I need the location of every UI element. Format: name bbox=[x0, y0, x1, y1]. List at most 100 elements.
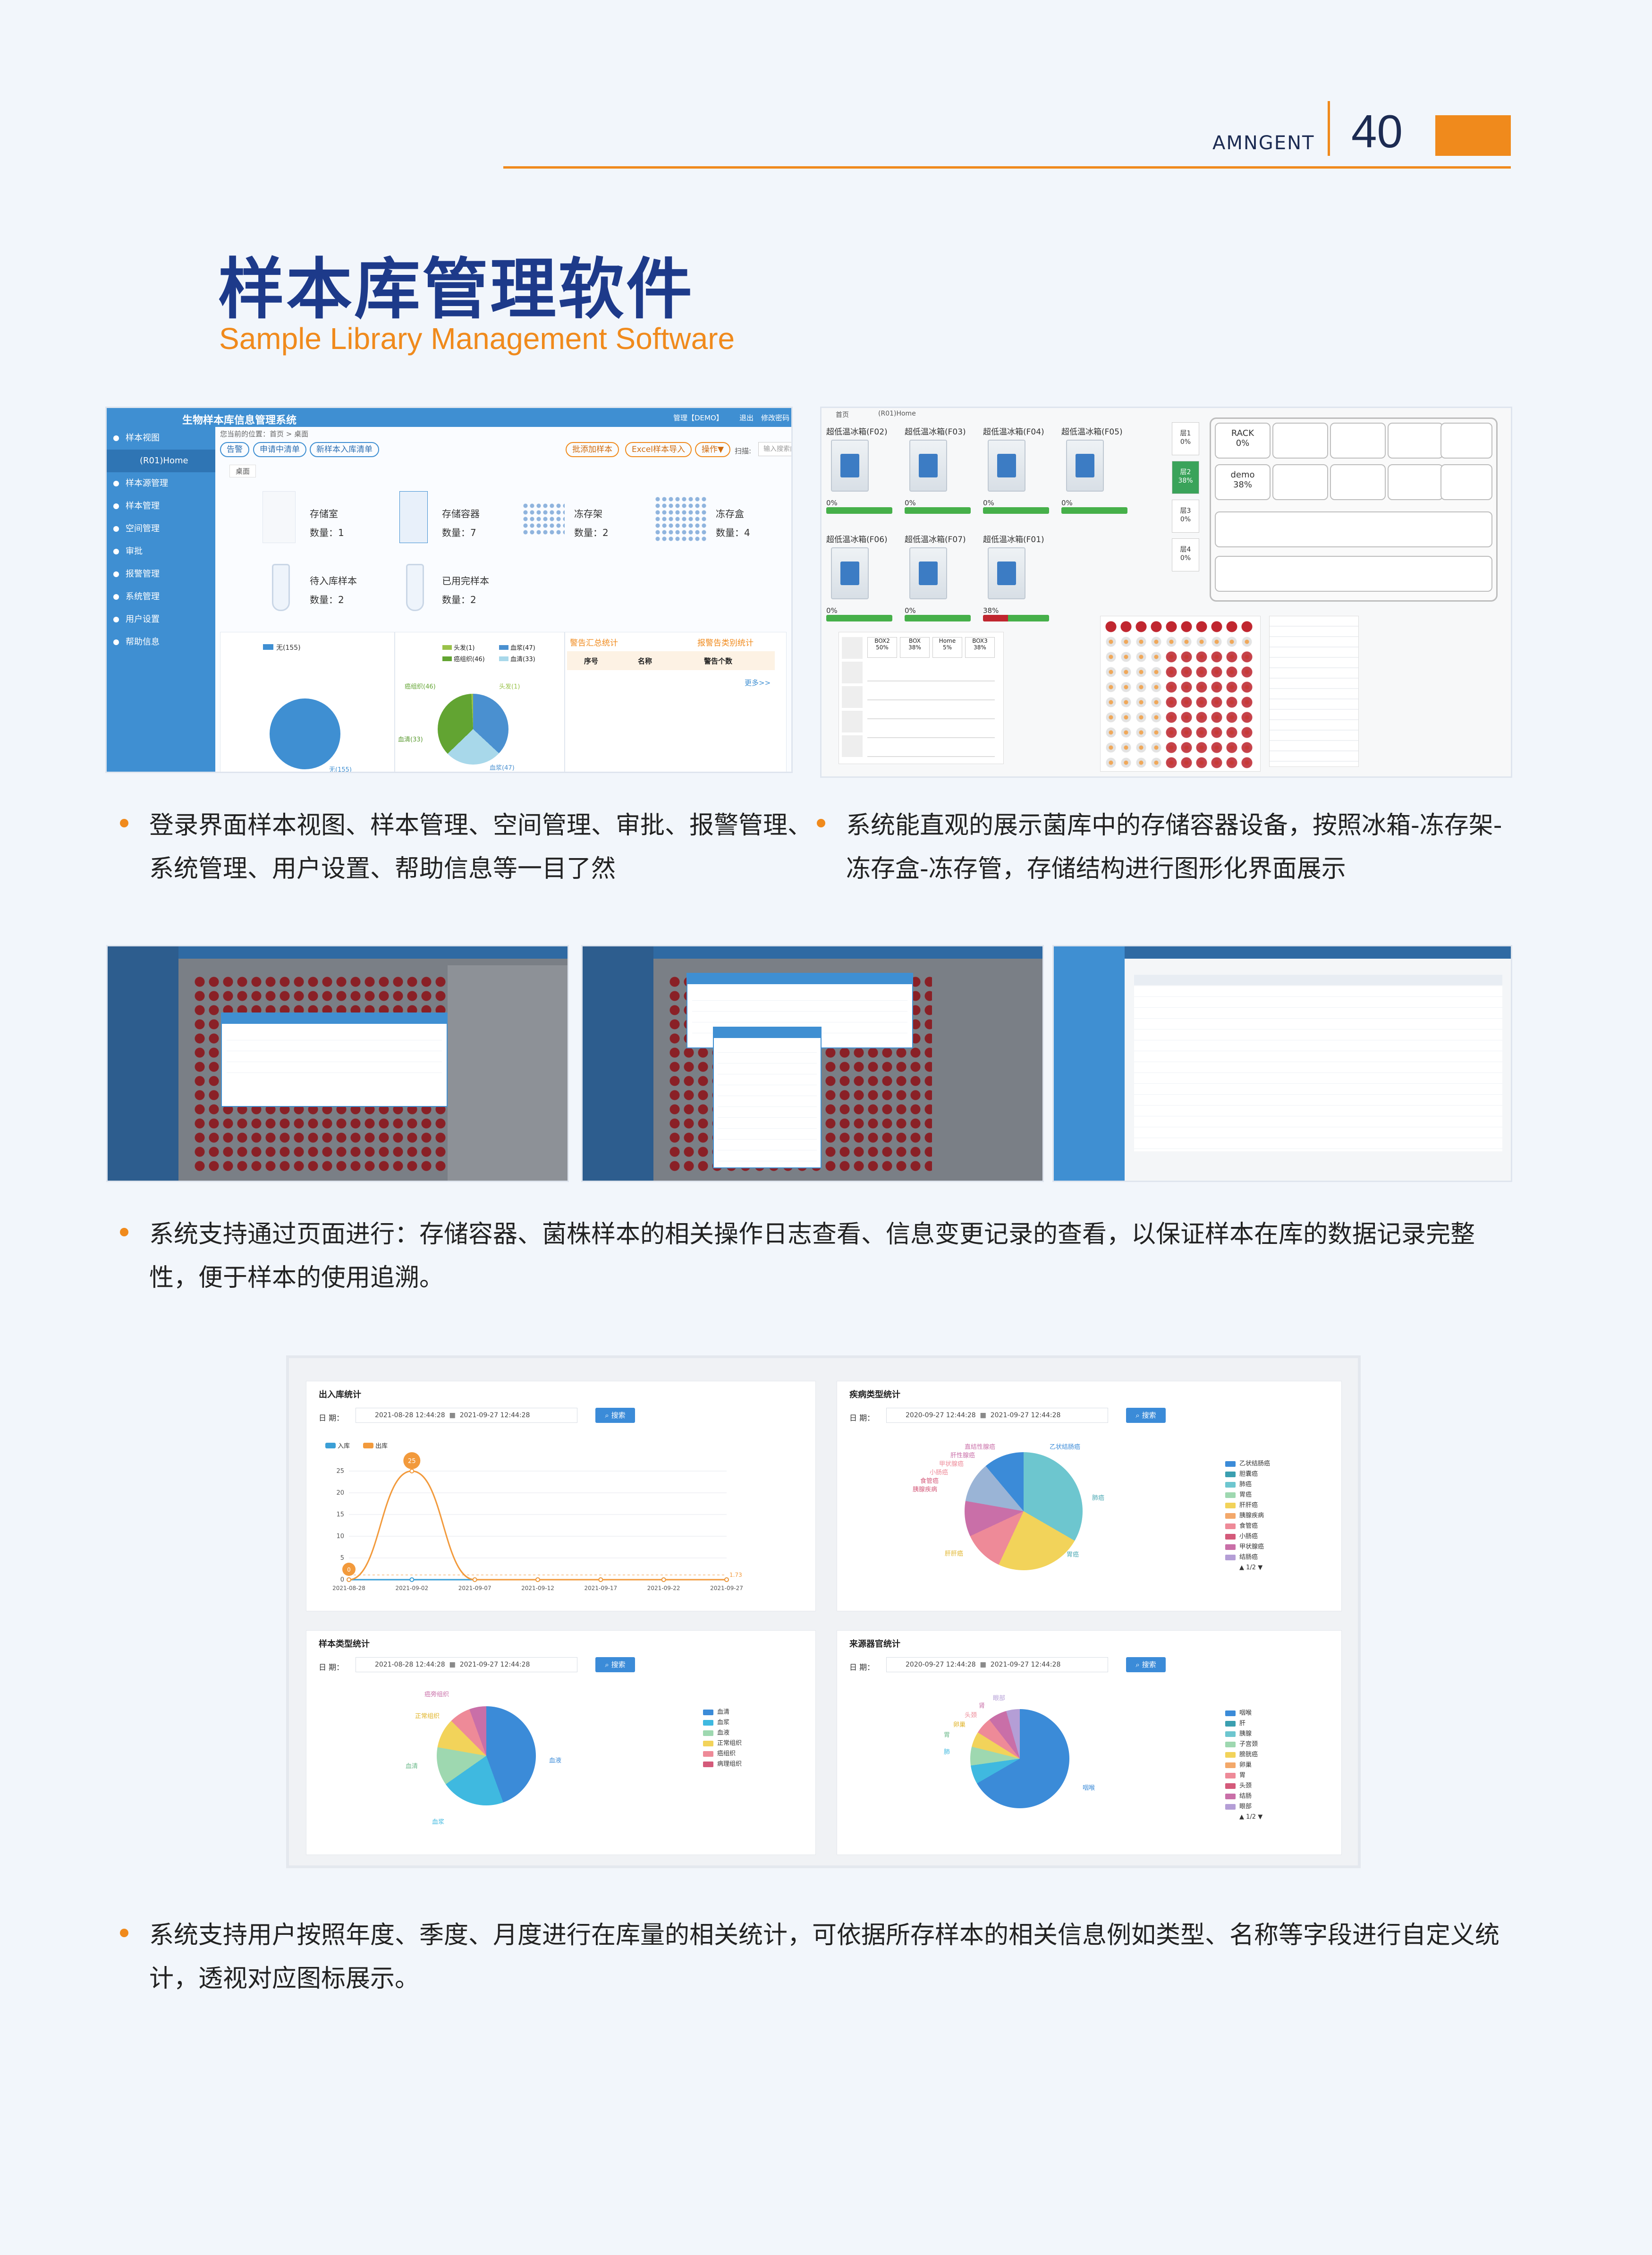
y-tick-label: 5 bbox=[340, 1555, 344, 1562]
legend-item[interactable]: 肝 bbox=[1225, 1719, 1262, 1729]
rack-cell[interactable] bbox=[1272, 423, 1328, 459]
rack-cell[interactable] bbox=[1388, 464, 1443, 500]
legend-item[interactable]: 血浆 bbox=[703, 1718, 742, 1728]
sidebar-item-system[interactable]: 系统管理 bbox=[107, 586, 215, 608]
tube-block-occupied[interactable] bbox=[1164, 649, 1254, 768]
legend-item[interactable]: 子宫颈 bbox=[1225, 1739, 1262, 1750]
legend-item[interactable]: 结肠 bbox=[1225, 1791, 1262, 1802]
legend-item[interactable]: 胆囊癌 bbox=[1225, 1469, 1270, 1480]
rack-cell[interactable] bbox=[1388, 423, 1443, 459]
disease-title: 疾病类型统计 bbox=[849, 1390, 900, 1400]
rack-cell[interactable] bbox=[1330, 464, 1386, 500]
date-range-input[interactable]: 2021-08-28 12:44:28 ▦ 2021-09-27 12:44:2… bbox=[356, 1408, 577, 1423]
legend-item[interactable]: 乙状结肠癌 bbox=[1225, 1459, 1270, 1469]
legend-item[interactable]: 胃癌 bbox=[1225, 1490, 1270, 1500]
freezer-f03[interactable]: 超低温冰箱(F03) bbox=[905, 425, 975, 496]
alert-summary-tab[interactable]: 警告汇总统计 bbox=[570, 638, 618, 648]
pending-list-button[interactable]: 申请中清单 bbox=[253, 442, 306, 457]
sidebar-item-approval[interactable]: 审批 bbox=[107, 540, 215, 563]
rack-cell[interactable] bbox=[1330, 423, 1386, 459]
new-sample-list-button[interactable]: 新样本入库清单 bbox=[310, 442, 379, 457]
legend-pager[interactable]: ▲ 1/2 ▼ bbox=[1239, 1564, 1263, 1571]
legend-item[interactable]: 眼部 bbox=[1225, 1802, 1262, 1812]
more-link[interactable]: 更多>> bbox=[745, 679, 771, 687]
rack-cell[interactable] bbox=[1440, 423, 1492, 459]
log-dialog[interactable] bbox=[221, 1013, 448, 1107]
freezer-f01[interactable]: 超低温冰箱(F01) bbox=[983, 533, 1054, 604]
logout-link[interactable]: 退出 bbox=[739, 414, 754, 422]
legend-item[interactable]: 甲状腺癌 bbox=[1225, 1542, 1270, 1552]
search-button[interactable]: ⌕ 搜索 bbox=[595, 1657, 635, 1672]
legend-item[interactable]: 血液 bbox=[703, 1728, 742, 1738]
date-range-input[interactable]: 2020-09-27 12:44:28 ▦ 2021-09-27 12:44:2… bbox=[886, 1657, 1108, 1672]
sidebar-item-source[interactable]: 样本源管理 bbox=[107, 472, 215, 495]
detail-dialog[interactable] bbox=[713, 1027, 822, 1168]
legend-item[interactable]: 小肠癌 bbox=[1225, 1532, 1270, 1542]
search-button[interactable]: ⌕ 搜索 bbox=[1126, 1657, 1166, 1672]
legend-pager[interactable]: ▲ 1/2 ▼ bbox=[1239, 1813, 1263, 1821]
batch-add-button[interactable]: 批添加样本 bbox=[566, 442, 619, 457]
search-button[interactable]: ⌕ 搜索 bbox=[595, 1408, 635, 1423]
rack-row[interactable] bbox=[1215, 556, 1492, 592]
sidebar-item-alarm[interactable]: 报警管理 bbox=[107, 563, 215, 586]
search-button[interactable]: ⌕ 搜索 bbox=[1126, 1408, 1166, 1423]
freezer-f06[interactable]: 超低温冰箱(F06) bbox=[826, 533, 897, 604]
sidebar-item-user[interactable]: 用户设置 bbox=[107, 608, 215, 631]
rack-cell[interactable] bbox=[1272, 464, 1328, 500]
legend-item[interactable]: 正常组织 bbox=[703, 1738, 742, 1749]
legend-item[interactable]: 食管癌 bbox=[1225, 1521, 1270, 1532]
alert-button[interactable]: 告警 bbox=[220, 442, 249, 457]
freezer-f07[interactable]: 超低温冰箱(F07) bbox=[905, 533, 975, 604]
freezer-f04[interactable]: 超低温冰箱(F04) bbox=[983, 425, 1054, 496]
freezer-f02[interactable]: 超低温冰箱(F02) bbox=[826, 425, 897, 496]
y-tick-label: 25 bbox=[336, 1468, 344, 1475]
legend-item[interactable]: 卵巢 bbox=[1225, 1760, 1262, 1770]
legend-item[interactable]: 肺癌 bbox=[1225, 1480, 1270, 1490]
freezer-f05[interactable]: 超低温冰箱(F05) bbox=[1061, 425, 1132, 496]
rack-cell[interactable] bbox=[1440, 464, 1492, 500]
legend-item[interactable]: 头颈 bbox=[1225, 1781, 1262, 1791]
rack-row[interactable] bbox=[1215, 511, 1492, 547]
tab-r01-home[interactable]: (R01)Home bbox=[878, 410, 916, 417]
sample-type-card: 样本类型统计 日 期： 2021-08-28 12:44:28 ▦ 2021-0… bbox=[306, 1630, 816, 1855]
search-input[interactable]: 输入搜索内容 bbox=[758, 442, 791, 456]
user-name[interactable]: 管理【DEMO】 bbox=[673, 414, 723, 422]
legend-item[interactable]: 癌组织 bbox=[703, 1749, 742, 1759]
legend-item[interactable]: 咽喉 bbox=[1225, 1708, 1262, 1719]
legend-item[interactable]: 病理组织 bbox=[703, 1759, 742, 1770]
sidebar-item-sample-view[interactable]: 样本视图 bbox=[107, 427, 215, 450]
legend-item[interactable]: 结肠癌 bbox=[1225, 1552, 1270, 1563]
sidebar-item-samples[interactable]: 样本管理 bbox=[107, 495, 215, 518]
tab-home[interactable]: 首页 bbox=[836, 411, 849, 419]
alert-type-tab[interactable]: 报警告类别统计 bbox=[697, 638, 754, 648]
tube-row-occupied[interactable] bbox=[1103, 619, 1254, 634]
peak-marker bbox=[403, 1452, 421, 1469]
legend-item[interactable]: 血清 bbox=[703, 1707, 742, 1718]
sidebar-item-home[interactable]: (R01)Home bbox=[107, 450, 215, 472]
tab-desktop[interactable]: 桌面 bbox=[229, 465, 256, 477]
legend-item[interactable]: 肝肝癌 bbox=[1225, 1500, 1270, 1511]
change-password-link[interactable]: 修改密码 bbox=[761, 414, 790, 422]
sidebar-item-help[interactable]: 帮助信息 bbox=[107, 631, 215, 654]
page-title: 样本库管理软件 bbox=[218, 251, 695, 328]
legend-item[interactable]: 膀胱癌 bbox=[1225, 1750, 1262, 1760]
date-range-input[interactable]: 2021-08-28 12:44:28 ▦ 2021-09-27 12:44:2… bbox=[356, 1657, 577, 1672]
legend-item[interactable]: 胰腺 bbox=[1225, 1729, 1262, 1739]
alert-panel: 警告汇总统计 报警告类别统计 序号 名称 警告个数 更多>> bbox=[565, 632, 787, 772]
date-range-input[interactable]: 2020-09-27 12:44:28 ▦ 2021-09-27 12:44:2… bbox=[886, 1408, 1108, 1423]
operation-menu-button[interactable]: 操作▼ bbox=[695, 442, 731, 457]
sidebar-item-space[interactable]: 空间管理 bbox=[107, 518, 215, 540]
legend-item[interactable]: 胃 bbox=[1225, 1770, 1262, 1781]
excel-import-button[interactable]: Excel样本导入 bbox=[625, 442, 692, 457]
legend-item[interactable]: 胰腺疾病 bbox=[1225, 1511, 1270, 1521]
